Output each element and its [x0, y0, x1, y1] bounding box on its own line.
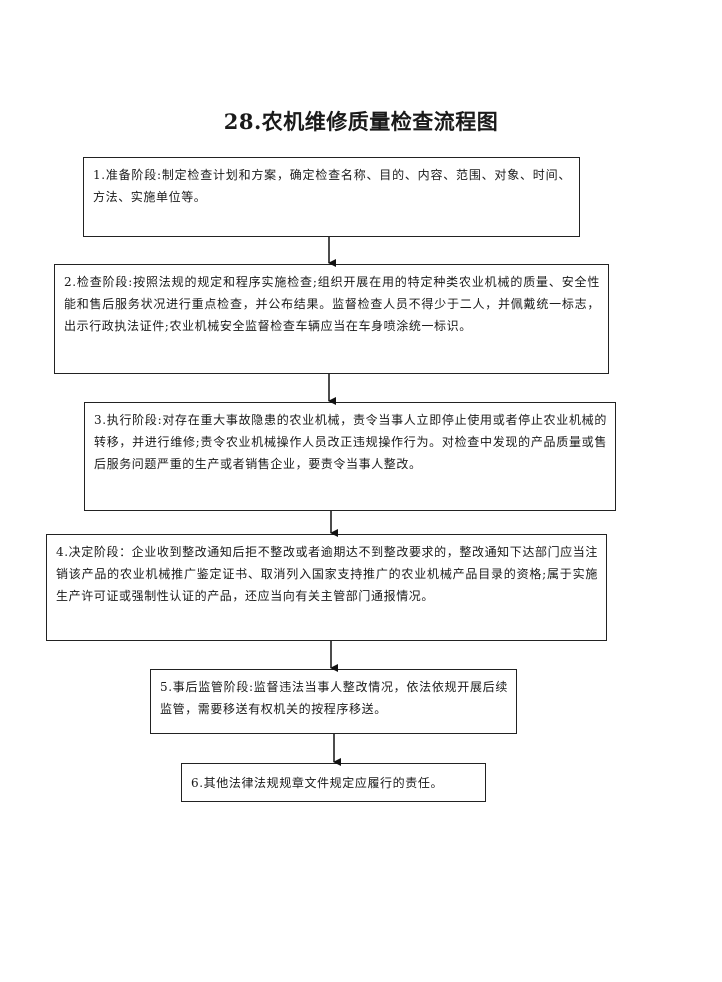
step-3-box: 3.执行阶段:对存在重大事故隐患的农业机械，责令当事人立即停止使用或者停止农业机… [84, 402, 616, 511]
step-5-box: 5.事后监管阶段:监督违法当事人整改情况，依法依规开展后续监管，需要移送有权机关… [150, 669, 517, 734]
step-6-box: 6.其他法律法规规章文件规定应履行的责任。 [181, 763, 486, 802]
step-4-box: 4.决定阶段：企业收到整改通知后拒不整改或者逾期达不到整改要求的，整改通知下达部… [46, 534, 607, 641]
page-title: 28.农机维修质量检查流程图 [223, 109, 499, 134]
step-2-box: 2.检查阶段:按照法规的规定和程序实施检查;组织开展在用的特定种类农业机械的质量… [54, 264, 609, 374]
step-1-box: 1.准备阶段:制定检查计划和方案，确定检查名称、目的、内容、范围、对象、时间、方… [83, 157, 580, 237]
